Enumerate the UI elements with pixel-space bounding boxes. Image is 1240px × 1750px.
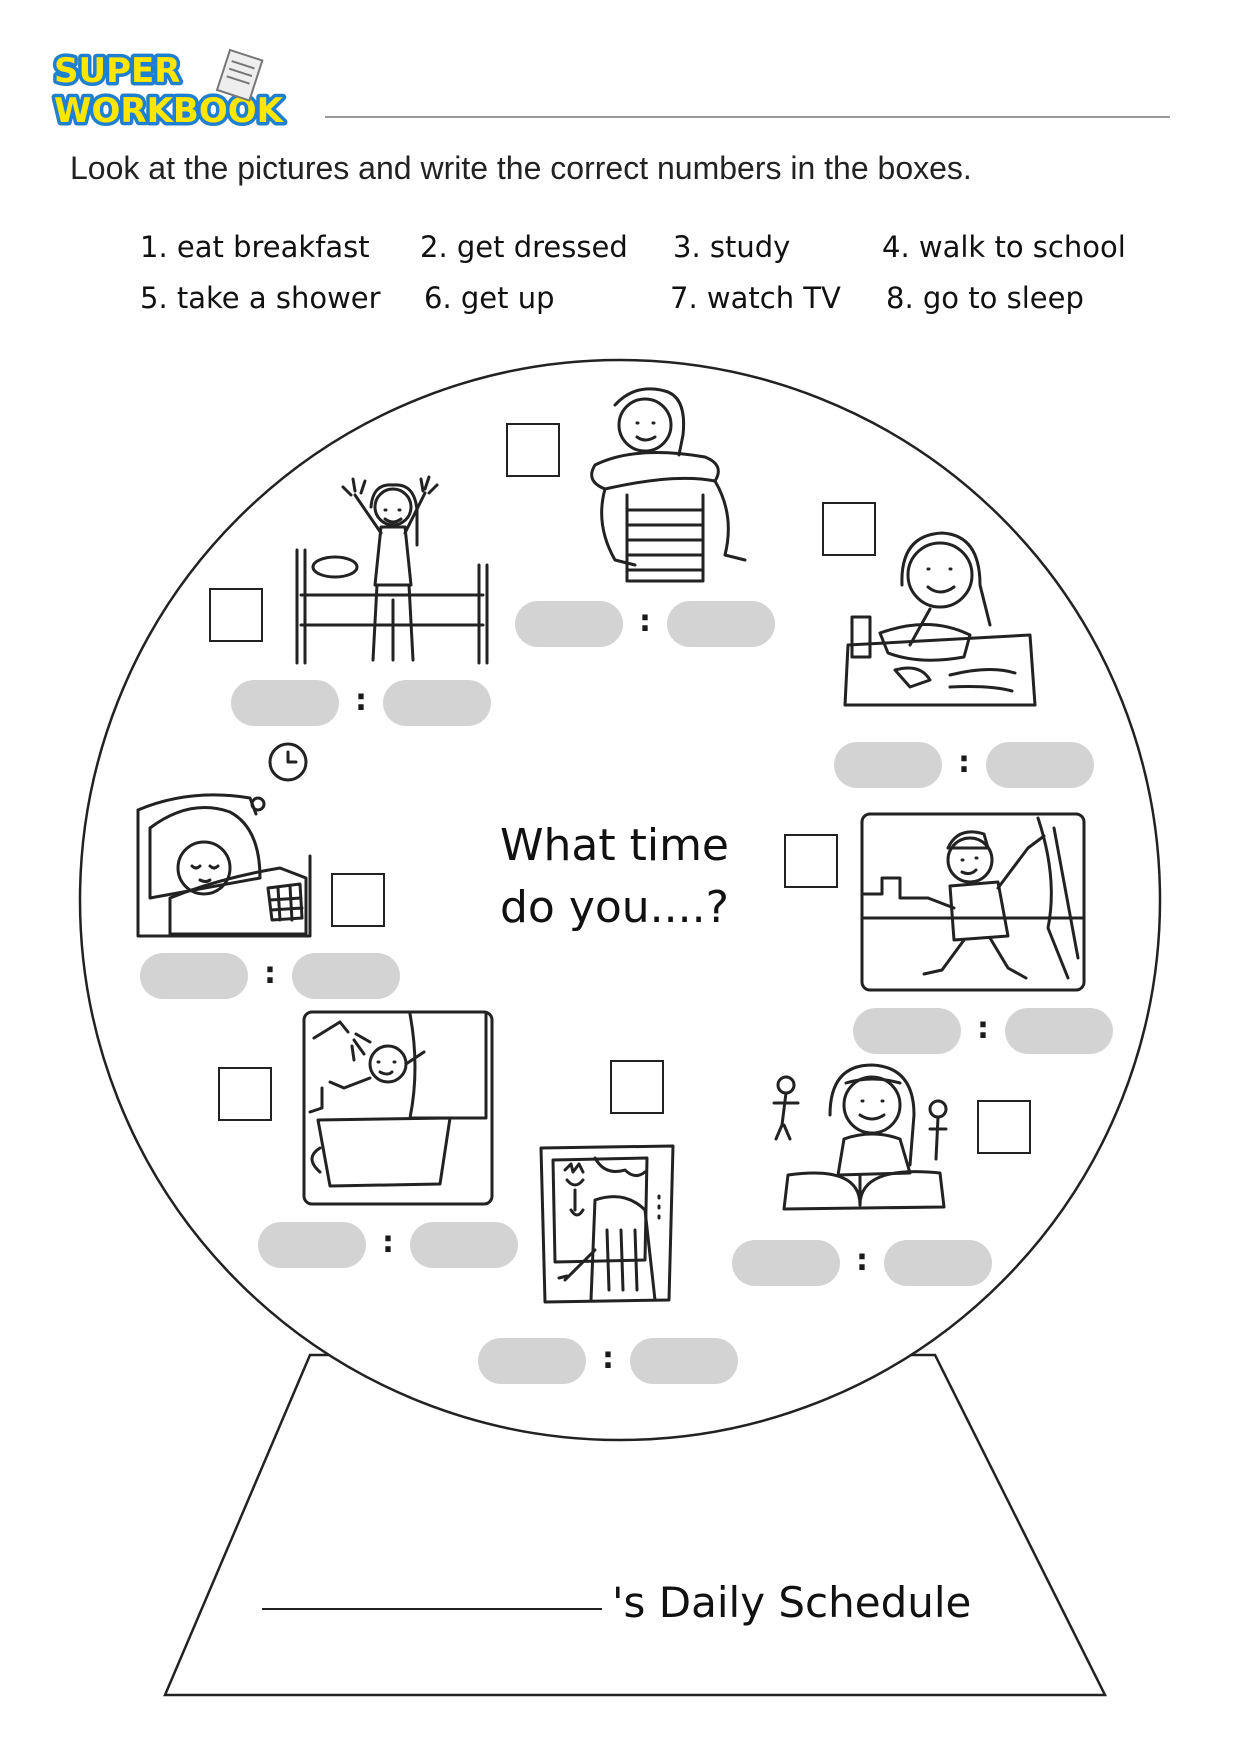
answer-box-eat-breakfast[interactable] xyxy=(822,502,876,556)
eat-breakfast-icon xyxy=(843,531,1037,707)
time-colon: : xyxy=(602,1341,614,1376)
get-up-icon xyxy=(295,475,489,665)
instruction-text: Look at the pictures and write the corre… xyxy=(70,150,972,186)
answer-box-get-up[interactable] xyxy=(209,588,263,642)
answer-box-get-dressed[interactable] xyxy=(506,423,560,477)
time-colon: : xyxy=(264,956,276,991)
center-question-line2: do you....? xyxy=(500,882,729,933)
time-colon: : xyxy=(382,1225,394,1260)
time-entry-get-dressed: : xyxy=(515,601,775,647)
hour-field[interactable] xyxy=(231,680,339,726)
minute-field[interactable] xyxy=(667,601,775,647)
option-5: 5. take a shower xyxy=(140,281,381,315)
option-1: 1. eat breakfast xyxy=(140,230,370,264)
option-4: 4. walk to school xyxy=(882,230,1126,264)
hour-field[interactable] xyxy=(478,1338,586,1384)
time-colon: : xyxy=(958,745,970,780)
option-2: 2. get dressed xyxy=(420,230,628,264)
time-colon: : xyxy=(355,683,367,718)
logo-line1: SUPER xyxy=(54,51,180,91)
answer-box-take-a-shower[interactable] xyxy=(218,1067,272,1121)
hour-field[interactable] xyxy=(258,1222,366,1268)
center-question: What time do you....? xyxy=(500,815,729,939)
option-3: 3. study xyxy=(673,230,791,264)
time-entry-go-to-sleep: : xyxy=(140,953,400,999)
time-entry-walk-to-school: : xyxy=(853,1008,1113,1054)
time-entry-watch-tv: : xyxy=(478,1338,738,1384)
walk-to-school-icon xyxy=(860,812,1086,992)
center-question-line1: What time xyxy=(500,820,730,871)
get-dressed-icon xyxy=(590,387,747,583)
option-6: 6. get up xyxy=(424,281,555,315)
minute-field[interactable] xyxy=(383,680,491,726)
minute-field[interactable] xyxy=(1005,1008,1113,1054)
go-to-sleep-icon xyxy=(136,742,312,938)
hour-field[interactable] xyxy=(140,953,248,999)
answer-box-go-to-sleep[interactable] xyxy=(331,873,385,927)
time-colon: : xyxy=(639,604,651,639)
time-colon: : xyxy=(856,1243,868,1278)
minute-field[interactable] xyxy=(630,1338,738,1384)
answer-box-study[interactable] xyxy=(977,1100,1031,1154)
time-entry-study: : xyxy=(732,1240,992,1286)
minute-field[interactable] xyxy=(292,953,400,999)
answer-box-walk-to-school[interactable] xyxy=(784,834,838,888)
name-blank-line[interactable] xyxy=(262,1608,602,1610)
time-entry-eat-breakfast: : xyxy=(834,742,1094,788)
minute-field[interactable] xyxy=(410,1222,518,1268)
hour-field[interactable] xyxy=(515,601,623,647)
option-8: 8. go to sleep xyxy=(886,281,1084,315)
option-7: 7. watch TV xyxy=(670,281,841,315)
time-colon: : xyxy=(977,1011,989,1046)
time-entry-get-up: : xyxy=(231,680,491,726)
take-a-shower-icon xyxy=(302,1010,494,1206)
super-workbook-logo: SUPER WORKBOOK xyxy=(51,48,289,135)
header-rule xyxy=(325,116,1170,118)
minute-field[interactable] xyxy=(986,742,1094,788)
schedule-title: 's Daily Schedule xyxy=(612,1578,972,1627)
time-entry-take-a-shower: : xyxy=(258,1222,518,1268)
hour-field[interactable] xyxy=(834,742,942,788)
study-icon xyxy=(772,1063,948,1211)
answer-box-watch-tv[interactable] xyxy=(610,1060,664,1114)
hour-field[interactable] xyxy=(732,1240,840,1286)
minute-field[interactable] xyxy=(884,1240,992,1286)
watch-tv-icon xyxy=(539,1144,675,1304)
hour-field[interactable] xyxy=(853,1008,961,1054)
